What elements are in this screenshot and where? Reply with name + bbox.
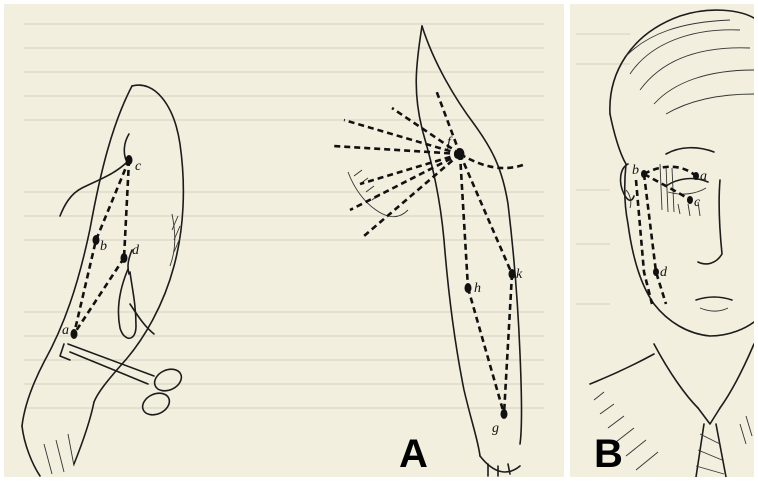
show-through-text-b bbox=[576, 34, 630, 304]
point-label-b-face: b bbox=[632, 163, 639, 178]
panel-b: b a c d B bbox=[570, 4, 754, 477]
point-label-c: c bbox=[135, 159, 142, 174]
panel-b-drawing: b a c d bbox=[570, 4, 754, 477]
suture-course-lines-b bbox=[636, 167, 696, 304]
panel-label-b: B bbox=[594, 434, 623, 474]
point-label-k: k bbox=[516, 267, 523, 282]
hair bbox=[610, 10, 754, 114]
point-marks-b bbox=[641, 170, 699, 276]
show-through-text bbox=[24, 24, 544, 408]
point-label-d: d bbox=[132, 243, 140, 258]
panel-a-drawing: c b d a bbox=[4, 4, 564, 477]
point-label-b: b bbox=[100, 239, 107, 254]
point-label-c-face: c bbox=[694, 195, 701, 210]
point-label-d-face: d bbox=[660, 265, 668, 280]
panel-a: c b d a bbox=[4, 4, 564, 477]
left-arm-outline bbox=[22, 85, 183, 476]
point-label-g: g bbox=[492, 421, 499, 436]
panel-label-a: A bbox=[399, 434, 428, 474]
suture-course-lines-f bbox=[334, 90, 526, 414]
point-label-a: a bbox=[62, 323, 69, 338]
face-outline bbox=[610, 114, 754, 336]
point-label-a-face: a bbox=[700, 169, 707, 184]
point-label-h: h bbox=[474, 281, 481, 296]
